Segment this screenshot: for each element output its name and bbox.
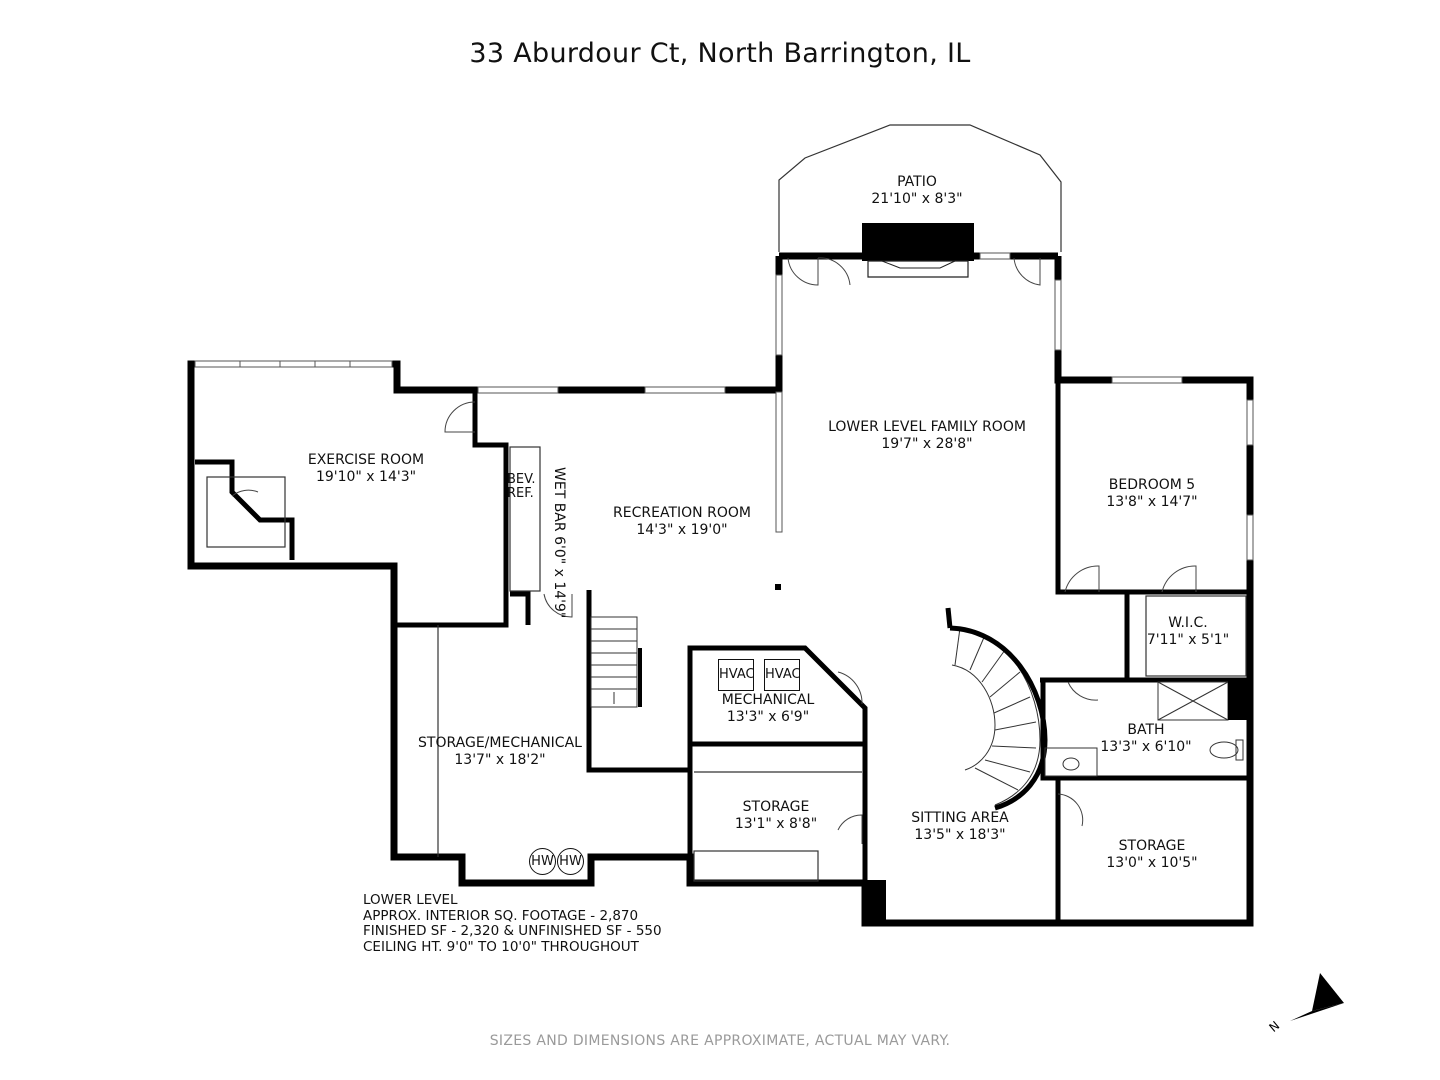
- room-name: STORAGE: [742, 799, 810, 815]
- bev-ref-fixture: BEV. REF.: [507, 473, 535, 501]
- patio-outline: [778, 124, 1062, 252]
- room-dims: 6'0" x 14'9": [551, 536, 567, 619]
- bath-wall-block: [1228, 680, 1248, 720]
- fireplace: [862, 223, 974, 261]
- room-wet-bar: WET BAR 6'0" x 14'9": [550, 467, 567, 618]
- room-storage-right: STORAGE 13'0" x 10'5": [1106, 838, 1197, 872]
- room-dims: 13'5" x 18'3": [914, 827, 1006, 843]
- note-line: APPROX. INTERIOR SQ. FOOTAGE - 2,870: [363, 907, 639, 924]
- room-dims: 13'7" x 18'2": [454, 752, 546, 768]
- room-name: STORAGE: [1118, 838, 1186, 854]
- room-dims: 13'3" x 6'9": [726, 709, 810, 725]
- room-dims: 7'11" x 5'1": [1146, 632, 1230, 648]
- windows: [194, 252, 1254, 561]
- fireplace-hearth: [867, 260, 969, 278]
- note-line: LOWER LEVEL: [363, 892, 458, 908]
- room-wic: W.I.C. 7'11" x 5'1": [1147, 615, 1229, 649]
- room-bath: BATH 13'3" x 6'10": [1100, 722, 1191, 756]
- room-family-room: LOWER LEVEL FAMILY ROOM 19'7" x 28'8": [828, 419, 1026, 453]
- stair-rail: [945, 607, 1048, 811]
- room-patio: PATIO 21'10" x 8'3": [871, 174, 962, 208]
- column: [775, 584, 781, 590]
- water-heater: HW: [557, 848, 584, 875]
- room-name: W.I.C.: [1168, 615, 1208, 631]
- note-line: FINISHED SF - 2,320 & UNFINISHED SF - 55…: [363, 923, 662, 939]
- room-recreation: RECREATION ROOM 14'3" x 19'0": [613, 505, 751, 539]
- ref-label: REF.: [507, 486, 534, 501]
- water-heater: HW: [529, 848, 556, 875]
- note-line: CEILING HT. 9'0" TO 10'0" THROUGHOUT: [363, 938, 639, 955]
- hvac-unit: HVAC: [764, 659, 801, 691]
- interior-walls: [195, 380, 1250, 923]
- room-storage-center: STORAGE 13'1" x 8'8": [735, 799, 817, 833]
- doors: [231, 257, 1197, 844]
- room-dims: 13'8" x 14'7": [1106, 494, 1198, 510]
- disclaimer: SIZES AND DIMENSIONS ARE APPROXIMATE, AC…: [489, 1033, 951, 1049]
- room-name: SITTING AREA: [911, 810, 1009, 826]
- room-name: EXERCISE ROOM: [307, 452, 425, 468]
- room-dims: 19'7" x 28'8": [881, 436, 973, 452]
- hvac-unit: HVAC: [718, 659, 755, 691]
- room-dims: 21'10" x 8'3": [871, 191, 963, 207]
- room-dims: 14'3" x 19'0": [636, 522, 728, 538]
- page-title: 33 Aburdour Ct, North Barrington, IL: [469, 38, 971, 69]
- room-storage-mechanical: STORAGE/MECHANICAL 13'7" x 18'2": [418, 735, 582, 769]
- north-arrow-icon: N: [1266, 973, 1344, 1035]
- room-bedroom5: BEDROOM 5 13'8" x 14'7": [1106, 477, 1197, 511]
- stairs-straight: [590, 616, 638, 708]
- room-exercise: EXERCISE ROOM 19'10" x 14'3": [308, 452, 424, 486]
- room-name: RECREATION ROOM: [613, 505, 751, 521]
- room-name: BEDROOM 5: [1108, 477, 1196, 493]
- room-name: LOWER LEVEL FAMILY ROOM: [828, 419, 1026, 435]
- room-name: WET BAR: [551, 467, 567, 532]
- bev-label: BEV.: [507, 472, 536, 487]
- room-name: MECHANICAL: [721, 692, 815, 708]
- floor-notes: LOWER LEVEL APPROX. INTERIOR SQ. FOOTAGE…: [363, 892, 662, 955]
- room-sitting-area: SITTING AREA 13'5" x 18'3": [911, 810, 1009, 844]
- room-name: BATH: [1127, 722, 1165, 738]
- room-dims: 13'1" x 8'8": [734, 816, 818, 832]
- room-dims: 13'0" x 10'5": [1106, 855, 1198, 871]
- wall-corner-block: [862, 880, 886, 924]
- stairs-curved: [949, 627, 1041, 806]
- room-name: STORAGE/MECHANICAL: [418, 735, 582, 751]
- room-dims: 19'10" x 14'3": [315, 469, 417, 485]
- room-mechanical: MECHANICAL 13'3" x 6'9": [722, 692, 815, 726]
- room-name: PATIO: [897, 174, 937, 190]
- room-dims: 13'3" x 6'10": [1100, 739, 1192, 755]
- thin-walls: [206, 446, 1247, 882]
